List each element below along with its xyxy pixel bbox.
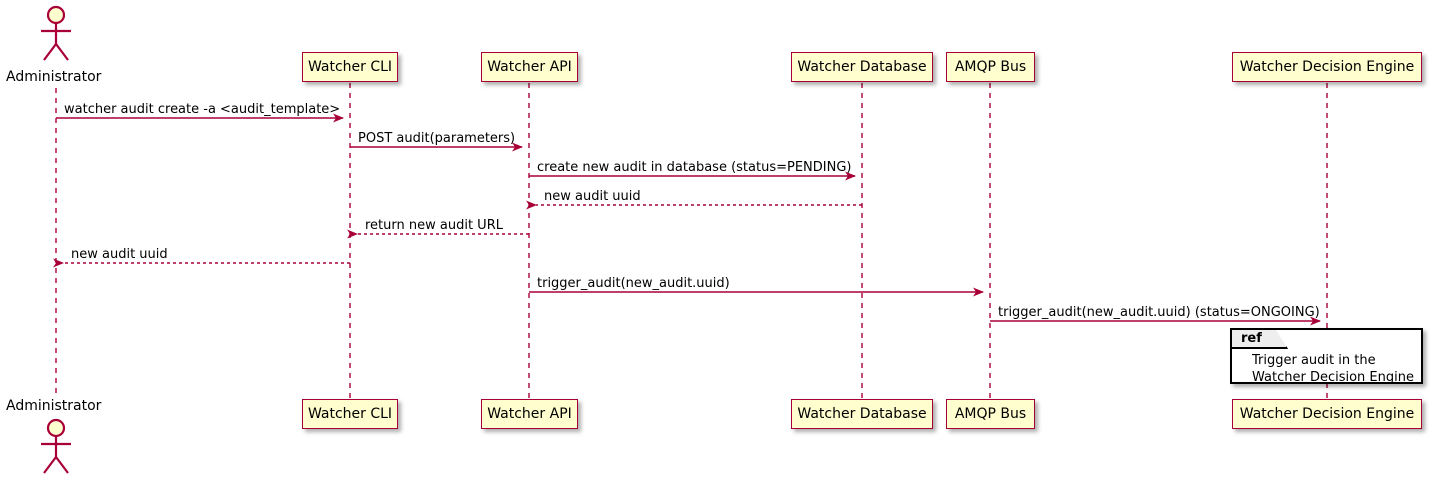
- message-label-5: return new audit URL: [365, 218, 503, 233]
- message-arrows: [53, 113, 1321, 326]
- actor-administrator-bottom: [41, 418, 71, 474]
- participant-box-amqp-bus-top[interactable]: AMQP Bus: [946, 52, 1035, 82]
- message-label-2: POST audit(parameters): [358, 131, 516, 146]
- actor-administrator-top: [41, 5, 71, 61]
- participant-box-watcher-database-top[interactable]: Watcher Database: [791, 52, 933, 82]
- ref-fragment-tab-label: ref: [1232, 330, 1288, 349]
- participant-box-watcher-decision-engine-top[interactable]: Watcher Decision Engine: [1232, 52, 1422, 82]
- participant-label-watcher-cli-bottom: Watcher CLI: [307, 406, 393, 422]
- participant-box-watcher-cli-top[interactable]: Watcher CLI: [302, 52, 398, 82]
- participant-label-watcher-cli: Watcher CLI: [307, 59, 393, 75]
- ref-fragment-line-1: Trigger audit in the: [1252, 353, 1376, 368]
- participant-label-watcher-api-bottom: Watcher API: [487, 406, 572, 422]
- participant-box-amqp-bus-bottom[interactable]: AMQP Bus: [946, 399, 1035, 429]
- actor-label-administrator-bottom: Administrator: [6, 398, 102, 414]
- lifelines: [55, 83, 1328, 398]
- ref-fragment-body: Trigger audit in the Watcher Decision En…: [1232, 352, 1421, 386]
- participant-label-watcher-api: Watcher API: [487, 59, 572, 75]
- actor-label-administrator-top: Administrator: [6, 69, 102, 85]
- participant-label-watcher-decision-engine-bottom: Watcher Decision Engine: [1239, 406, 1415, 422]
- participant-box-watcher-api-bottom[interactable]: Watcher API: [481, 399, 578, 429]
- message-label-7: trigger_audit(new_audit.uuid): [537, 276, 730, 291]
- message-label-6: new audit uuid: [71, 247, 168, 262]
- participant-box-watcher-cli-bottom[interactable]: Watcher CLI: [302, 399, 398, 429]
- message-label-8: trigger_audit(new_audit.uuid) (status=ON…: [998, 305, 1320, 320]
- participant-box-watcher-api-top[interactable]: Watcher API: [481, 52, 578, 82]
- participant-label-watcher-database-bottom: Watcher Database: [797, 406, 927, 422]
- ref-fragment-line-2: Watcher Decision Engine: [1252, 370, 1414, 385]
- message-label-1: watcher audit create -a <audit_template>: [64, 102, 341, 117]
- participant-box-watcher-database-bottom[interactable]: Watcher Database: [791, 399, 933, 429]
- participant-label-amqp-bus-bottom: AMQP Bus: [954, 406, 1027, 422]
- ref-fragment: ref Trigger audit in the Watcher Decisio…: [1230, 328, 1423, 386]
- message-label-4: new audit uuid: [544, 189, 641, 204]
- participant-label-watcher-database: Watcher Database: [797, 59, 927, 75]
- participant-label-amqp-bus: AMQP Bus: [954, 59, 1027, 75]
- participant-box-watcher-decision-engine-bottom[interactable]: Watcher Decision Engine: [1232, 399, 1422, 429]
- message-label-3: create new audit in database (status=PEN…: [537, 160, 852, 175]
- participant-label-watcher-decision-engine: Watcher Decision Engine: [1239, 59, 1415, 75]
